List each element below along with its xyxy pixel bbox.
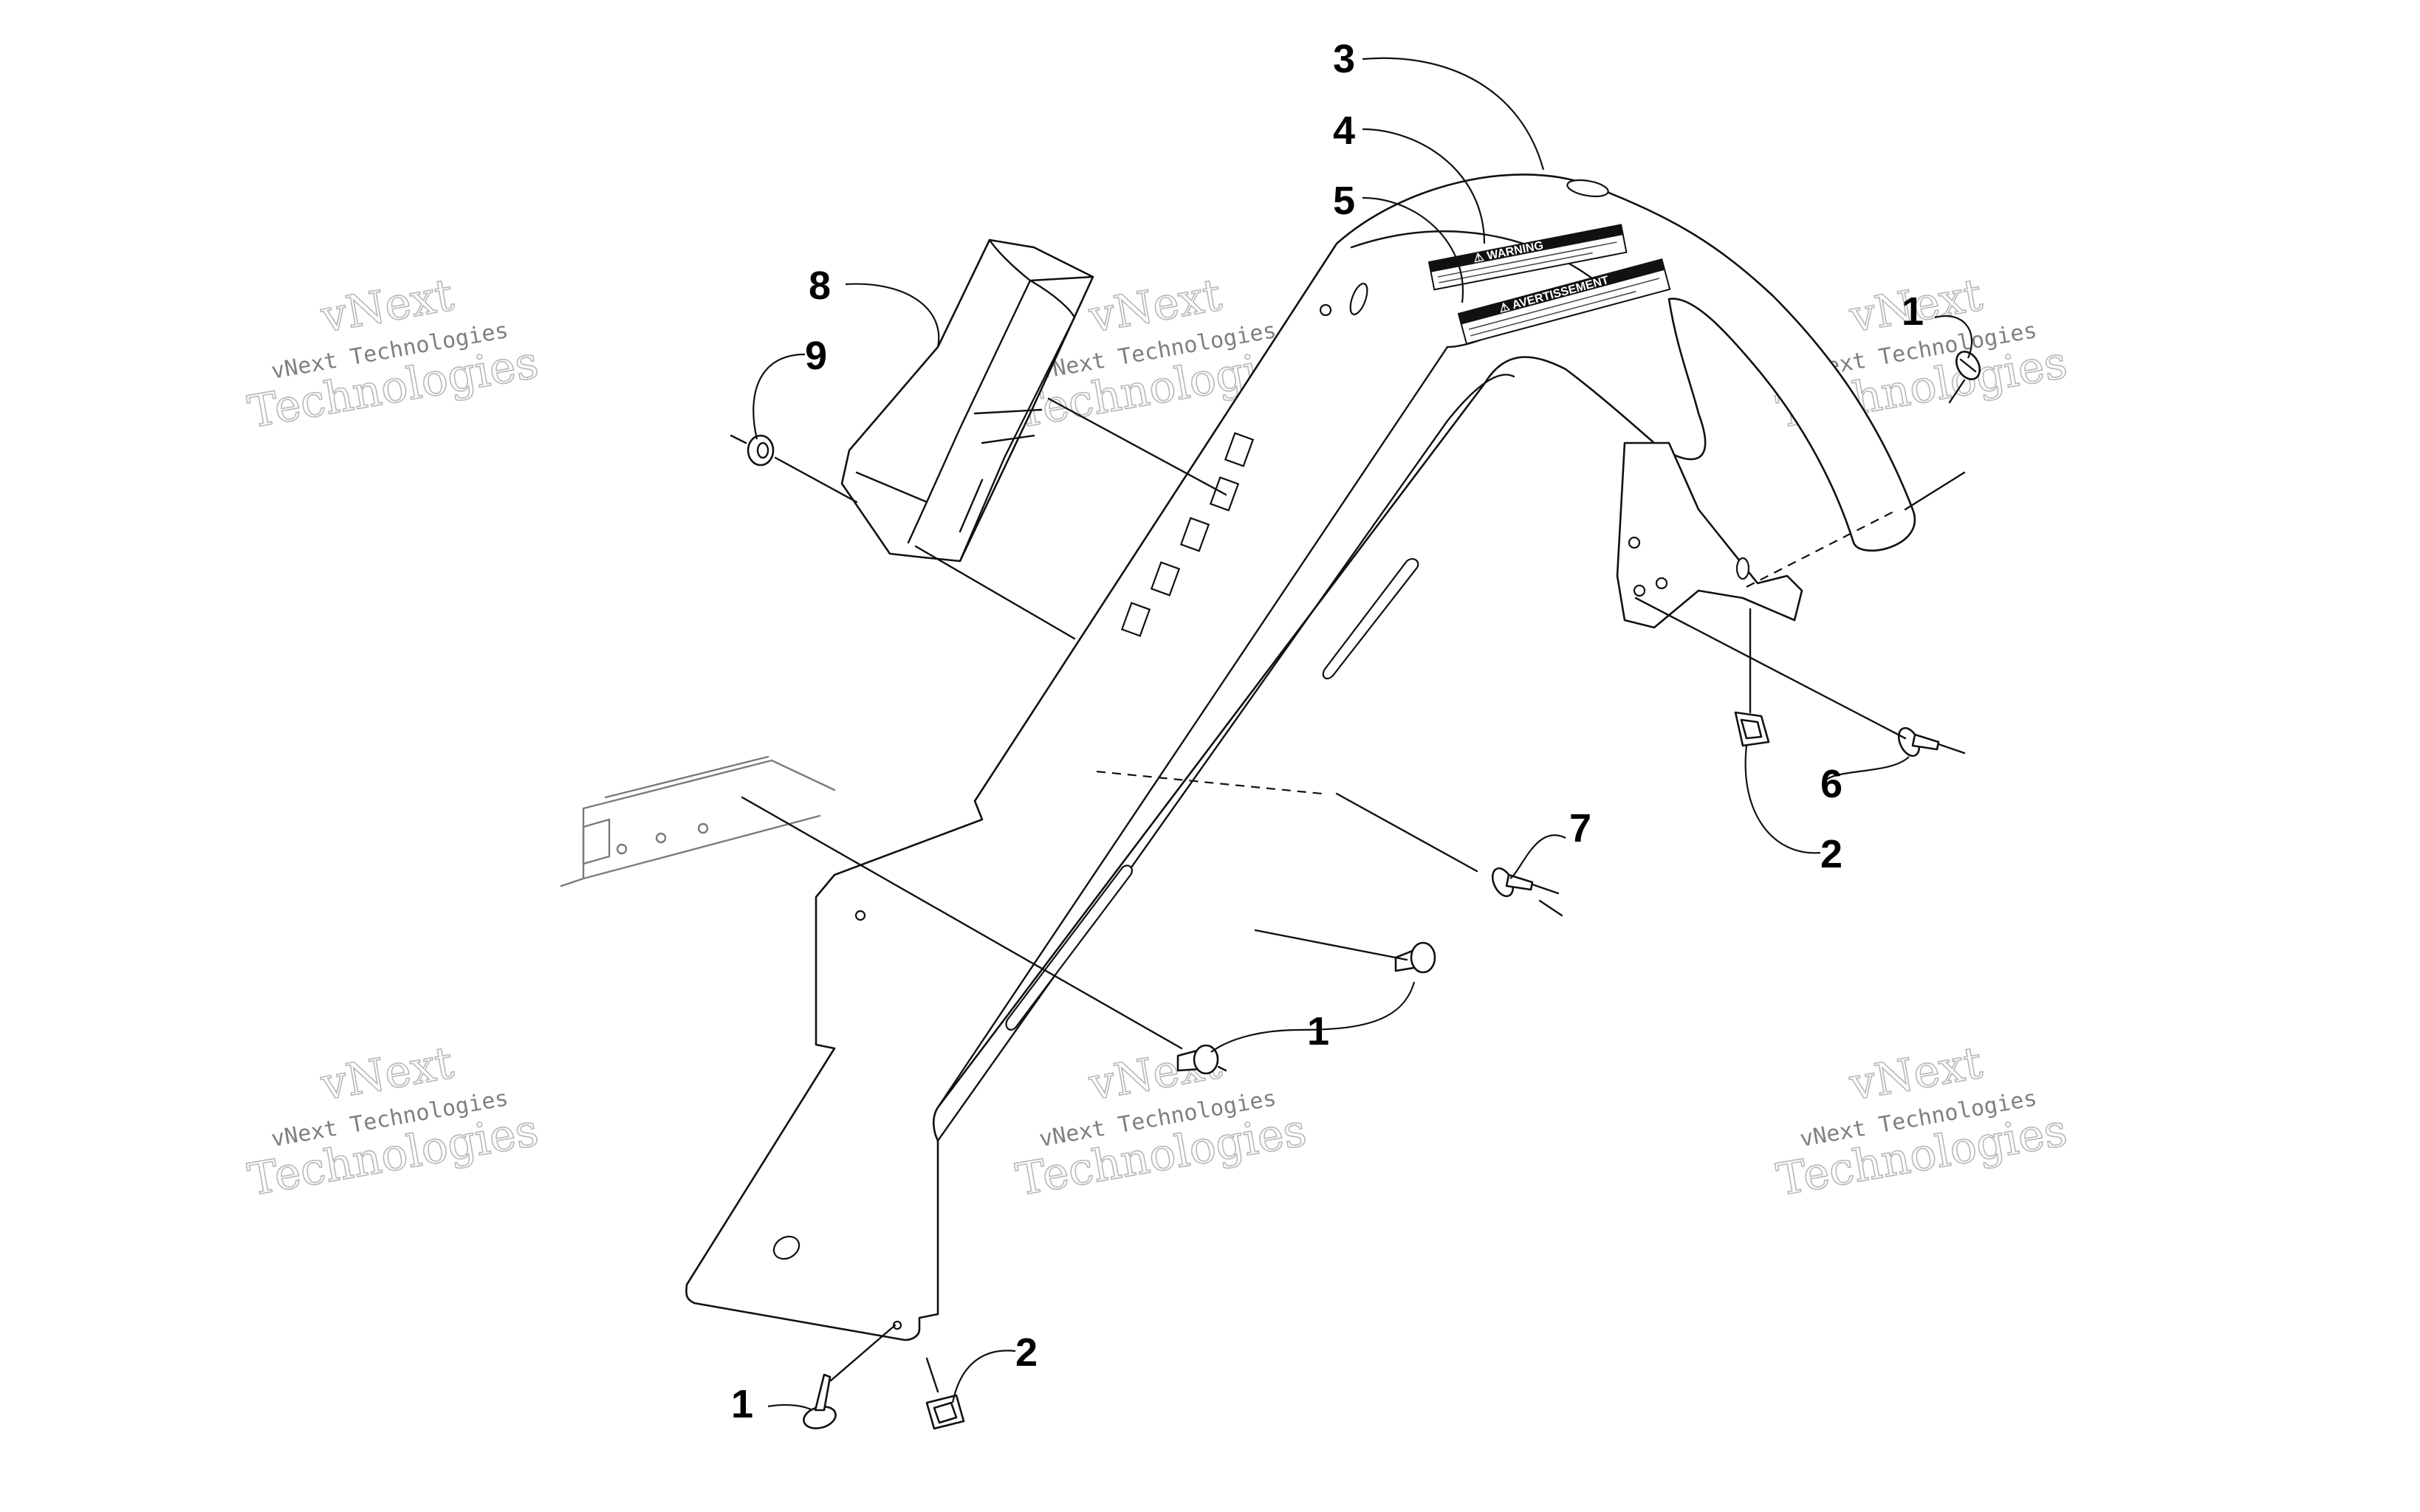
bolt-bottom [803,1373,837,1429]
rear-fender [685,173,1916,1341]
callout-2-right: 2 [1820,832,1843,876]
callout-7: 7 [1569,806,1591,850]
bolt-middle-right [1394,941,1436,974]
bumper-pad [840,238,1094,563]
callout-1-bottom: 1 [731,1382,753,1426]
callout-1-middle: 1 [1307,1009,1329,1054]
bolt-right-top [1955,351,1981,380]
callout-5: 5 [1333,179,1355,223]
callout-8: 8 [809,264,831,308]
watermark-top-left: vNext vNext Technologies Technologies [244,269,543,439]
callout-6: 6 [1820,762,1843,806]
rivet-middle [1491,867,1560,898]
clip-nut-right [1734,711,1770,747]
callout-4: 4 [1333,109,1355,153]
callouts: 3 4 5 8 9 1 7 6 2 1 1 2 [731,37,1924,1426]
callout-2-bottom: 2 [1015,1330,1038,1375]
clip-nut-bottom [925,1394,965,1430]
watermark-bottom-middle: vNext vNext Technologies Technologies [1012,1037,1311,1207]
callout-9: 9 [805,334,827,378]
watermark-bottom-right: vNext vNext Technologies Technologies [1772,1037,2071,1207]
rivet-right [1897,726,1966,757]
leader-lines [753,57,1972,1411]
assembly-lines [730,379,1966,1393]
washer [747,434,775,467]
frame-rail-fragment [560,755,836,887]
watermark-bottom-left: vNext vNext Technologies Technologies [244,1037,543,1207]
callout-1-top-right: 1 [1902,289,1924,334]
callout-3: 3 [1333,37,1355,81]
